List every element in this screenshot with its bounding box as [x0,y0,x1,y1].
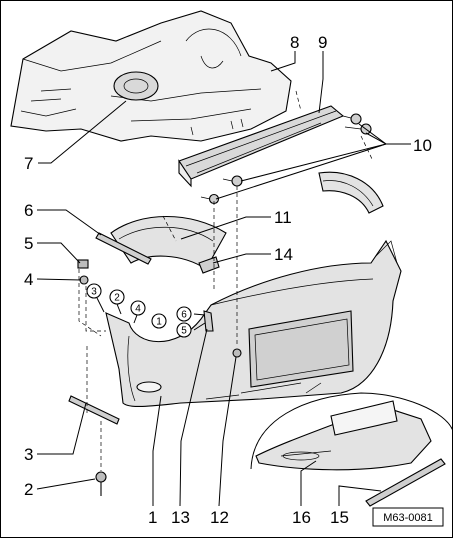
callout-13: 13 [171,508,190,527]
car-body-rear-section [10,10,292,142]
wheel-arch-trim-right [318,171,384,214]
leader-lines [36,51,411,507]
circled-callout-6: 6 [181,310,187,321]
circled-callout-3: 3 [91,287,97,298]
callout-9: 9 [318,33,327,52]
screw-lower [95,471,107,496]
part-numbers: 8 9 10 7 6 11 5 14 4 3 2 1 13 12 16 15 [24,33,432,527]
circled-callout-4: 4 [135,304,141,315]
impact-member-bar [178,105,345,188]
trim-strip-lower [68,395,120,425]
callout-1: 1 [148,508,157,527]
callout-5: 5 [24,234,33,253]
detail-trim-strip [365,458,446,507]
callout-11: 11 [274,208,292,227]
callout-15: 15 [330,508,349,527]
callout-8: 8 [290,33,299,52]
callout-7: 7 [24,154,33,173]
callout-14: 14 [274,245,293,264]
guide-bracket [203,310,214,332]
callout-16: 16 [292,508,311,527]
bolt-group [200,113,372,205]
callout-3: 3 [24,445,33,464]
clip [77,259,89,269]
assembly-lines [78,90,374,471]
screw-small [79,275,89,285]
circled-callout-5: 5 [181,326,187,337]
callout-4: 4 [24,270,33,289]
figure-code-box: M63-0081 [372,507,444,527]
circled-callout-1: 1 [156,317,162,328]
circled-callouts: 3 2 4 1 6 5 [86,283,192,338]
bumper-cover [105,239,402,407]
bolt-bumper [232,348,242,358]
detail-view [250,382,452,507]
figure-code: M63-0081 [383,512,433,524]
trim-strip-upper [95,232,152,265]
callout-2: 2 [24,480,33,499]
callout-12: 12 [210,508,229,527]
circled-callout-2: 2 [114,293,120,304]
callout-10: 10 [413,136,432,155]
callout-6: 6 [24,201,33,220]
